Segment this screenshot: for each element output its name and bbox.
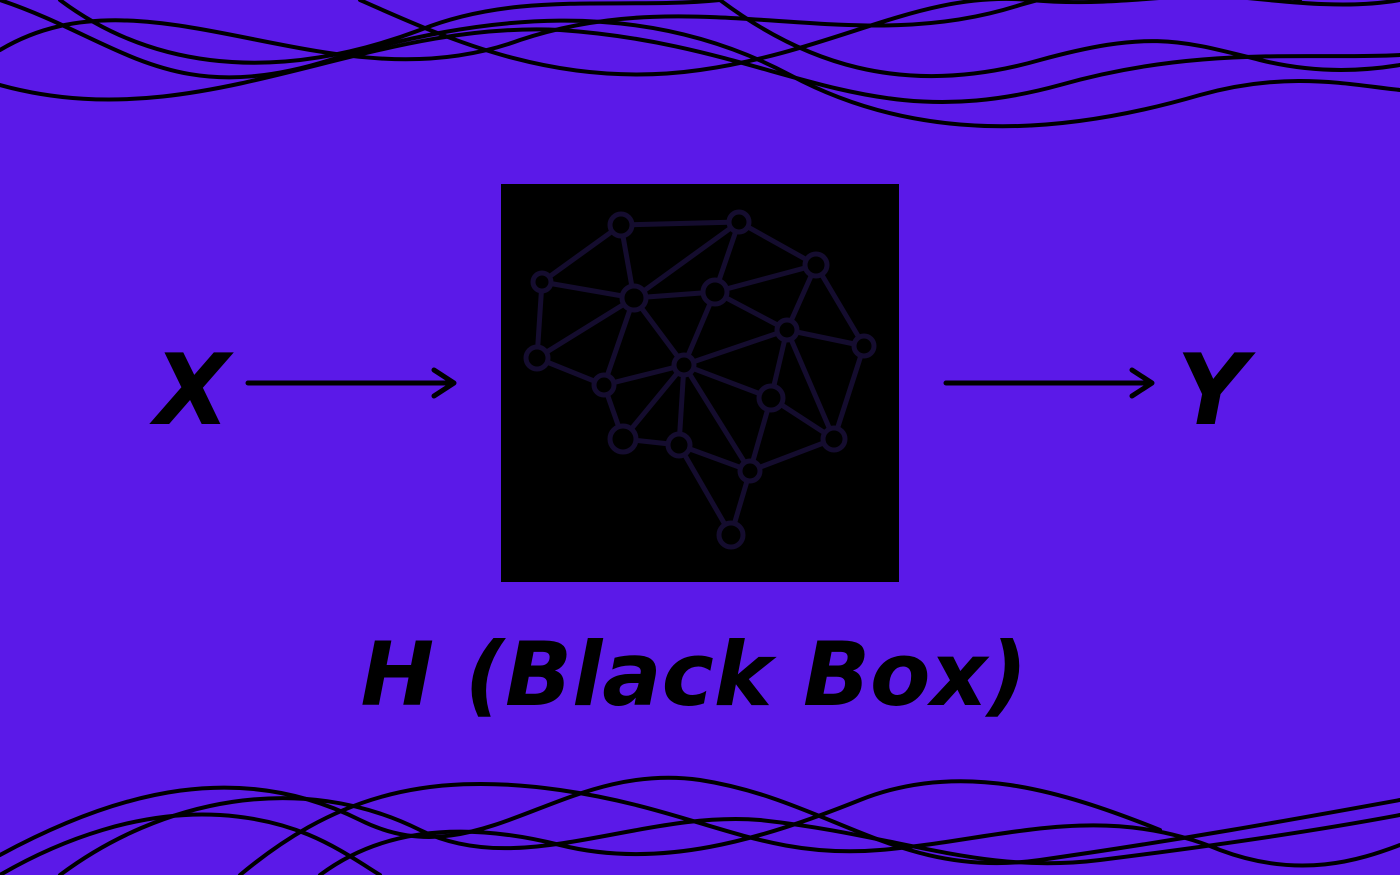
bottom-scribble-lines bbox=[0, 775, 1400, 875]
output-label: Y bbox=[1177, 334, 1257, 448]
box-caption: H (Black Box) bbox=[361, 623, 1028, 726]
neural-network-icon bbox=[523, 209, 877, 550]
output-arrow bbox=[943, 367, 1155, 399]
input-label: X bbox=[149, 334, 234, 448]
black-box bbox=[501, 184, 899, 582]
input-arrow bbox=[245, 367, 457, 399]
top-scribble-lines bbox=[0, 0, 1400, 129]
